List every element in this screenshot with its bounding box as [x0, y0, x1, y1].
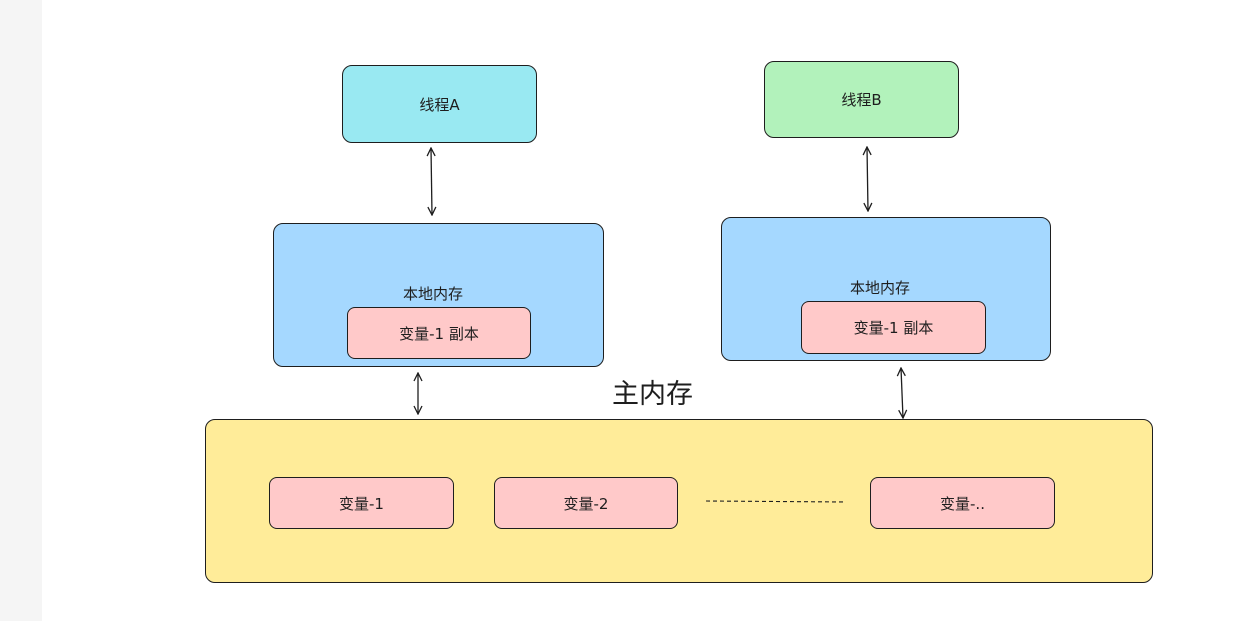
main-memory-variable-1-label: 变量-1: [339, 494, 384, 513]
local-memory-a-variable-copy-label: 变量-1 副本: [399, 324, 479, 343]
main-memory-variable-more: 变量-..: [870, 477, 1055, 529]
local-memory-a-variable-copy: 变量-1 副本: [347, 307, 531, 359]
arrow-local-b-main: [901, 368, 903, 418]
dashed-continuation-line: [705, 500, 847, 503]
main-memory-label: 主内存: [612, 379, 693, 410]
main-memory-variable-1: 变量-1: [269, 477, 454, 529]
local-memory-b-label: 本地内存: [850, 279, 911, 297]
local-memory-a-label: 本地内存: [403, 285, 464, 303]
thread-b-box: 线程B: [764, 61, 959, 138]
arrow-thread-b-local-b: [867, 147, 868, 211]
arrow-thread-a-local-a: [431, 148, 432, 215]
left-gutter: [0, 0, 42, 621]
thread-a-label: 线程A: [419, 95, 460, 114]
thread-a-box: 线程A: [342, 65, 537, 143]
local-memory-b-variable-copy: 变量-1 副本: [801, 301, 986, 354]
local-memory-b-variable-copy-label: 变量-1 副本: [853, 319, 934, 337]
main-memory-variable-2: 变量-2: [494, 477, 678, 529]
thread-b-label: 线程B: [841, 91, 882, 109]
main-memory-variable-2-label: 变量-2: [563, 494, 609, 513]
main-memory-variable-more-label: 变量-..: [940, 494, 985, 513]
